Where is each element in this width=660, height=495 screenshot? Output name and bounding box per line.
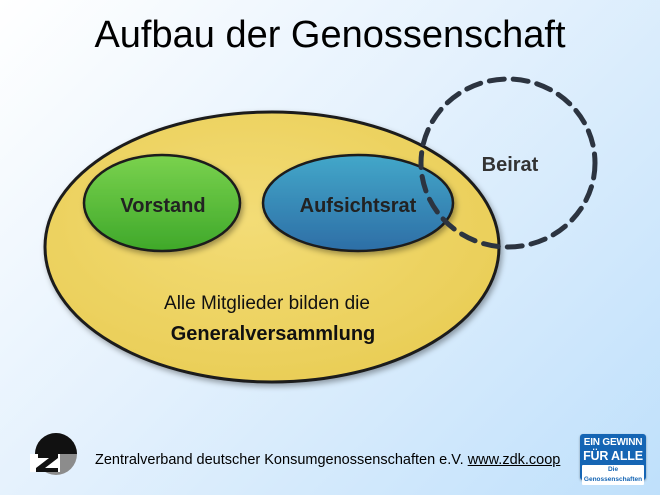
badge-line3: Die Genossenschaften <box>582 465 644 485</box>
aufsichtsrat-ellipse <box>261 153 455 253</box>
footer-org-name: Zentralverband deutscher Konsumgenossens… <box>95 452 464 468</box>
footer-link[interactable]: www.zdk.coop <box>467 452 561 468</box>
vorstand-ellipse <box>82 153 242 253</box>
beirat-label: Beirat <box>482 154 539 176</box>
badge-line2: FÜR ALLE <box>583 449 643 463</box>
generalversammlung-label: Generalversammlung <box>171 323 376 345</box>
zdk-logo-icon <box>30 433 77 475</box>
ein-gewinn-badge: EIN GEWINN FÜR ALLE Die Genossenschaften <box>580 434 646 485</box>
page-title: Aufbau der Genossenschaft <box>94 14 566 56</box>
members-text: Alle Mitglieder bilden die <box>164 293 370 314</box>
aufsichtsrat-label: Aufsichtsrat <box>300 195 417 217</box>
badge-line1: EIN GEWINN <box>583 437 643 448</box>
beirat-circle <box>418 76 598 250</box>
footer: Zentralverband deutscher Konsumgenossens… <box>95 452 560 468</box>
vorstand-label: Vorstand <box>120 195 205 217</box>
